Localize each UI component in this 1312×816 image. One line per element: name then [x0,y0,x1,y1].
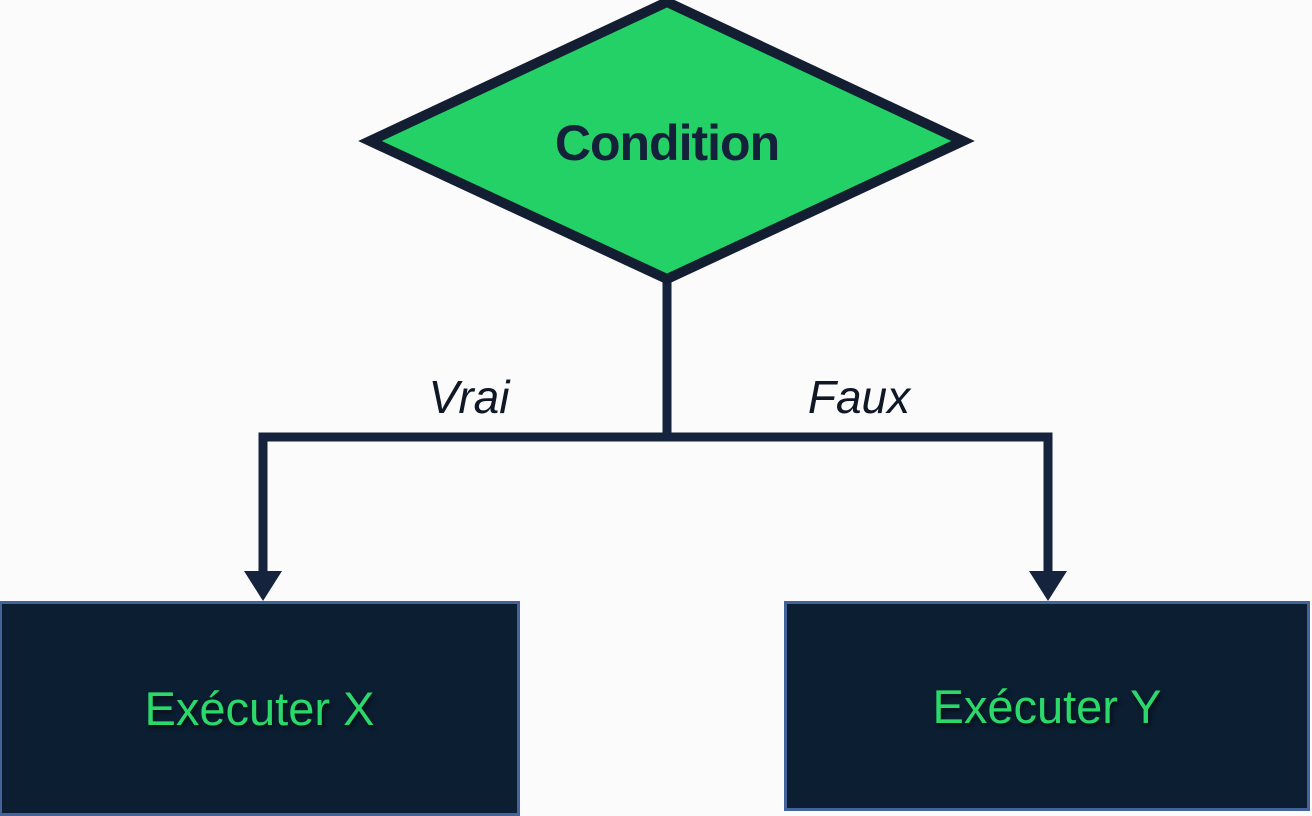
true-branch-label: Vrai [428,371,510,423]
condition-diamond-shape [358,0,975,285]
condition-node-label: Condition [554,115,780,171]
action-label-execute-y: Exécuter Y [932,679,1162,733]
false-branch-arrowhead-icon [1029,571,1067,601]
false-branch-label: Faux [807,371,911,423]
action-box-execute-y: Exécuter Y [784,601,1310,811]
action-label-execute-x: Exécuter X [144,682,375,735]
true-branch-arrowhead-icon [244,571,282,601]
action-box-execute-x: Exécuter X [0,601,520,816]
branch-rail-connector [258,432,1053,575]
